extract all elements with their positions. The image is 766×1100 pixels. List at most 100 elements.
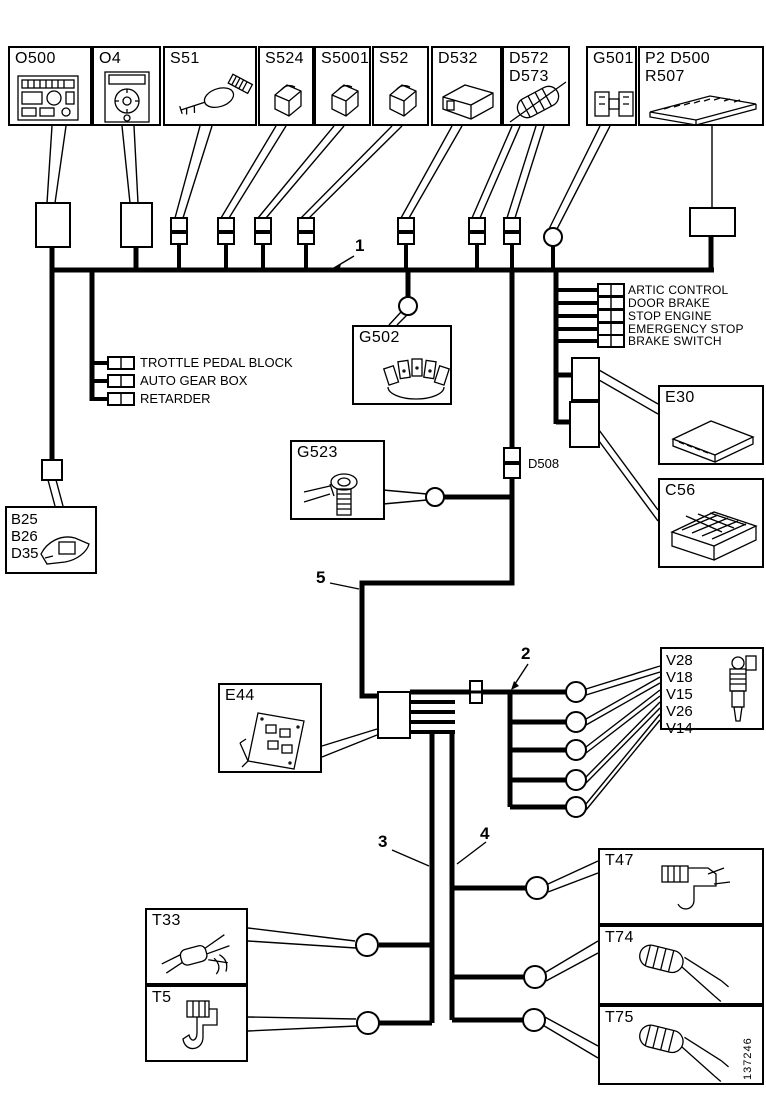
component-label-stack: B25 B26 D35 <box>11 511 39 562</box>
component-box-g501: G501 <box>586 46 637 126</box>
callout-box-c56: C56 <box>658 478 764 568</box>
injector-connector-1 <box>565 681 587 703</box>
p2-connector <box>689 207 736 237</box>
connector-label-d508: D508 <box>528 456 560 471</box>
t33-connector <box>355 933 379 957</box>
component-label: T5 <box>152 989 172 1006</box>
component-box-s52: S52 <box>372 46 429 126</box>
branch-label-auto-gear-box: AUTO GEAR BOX <box>140 373 248 388</box>
branch-label-trottle-pedal-block: TROTTLE PEDAL BLOCK <box>140 355 293 370</box>
injector-label: V14 <box>666 720 693 737</box>
component-box-d572-d573: D572 D573 <box>502 46 570 126</box>
branch-label-emergency-stop: EMERGENCY STOP <box>628 322 744 336</box>
wire-number-2: 2 <box>521 644 531 663</box>
d508-connector <box>503 447 521 479</box>
callout-box-g523: G523 <box>290 440 385 520</box>
g523-connector <box>425 487 445 507</box>
instrument-cluster-icon <box>17 75 79 121</box>
wire-number-1: 1 <box>355 236 365 255</box>
connector-block-icon <box>594 91 634 117</box>
t5-connector <box>356 1011 380 1035</box>
rocker-switch-icon <box>274 84 302 117</box>
leader-wire-1 <box>333 255 355 269</box>
callout-box-t5: T5 <box>145 985 248 1062</box>
e44-connector-block <box>377 691 411 739</box>
injector-connector-2 <box>565 711 587 733</box>
component-label: S5001 <box>321 50 370 67</box>
component-label: D572 <box>509 50 549 67</box>
injector-icon <box>729 655 757 722</box>
leader-arrowheads <box>331 264 519 690</box>
callout-box-t74: T74 <box>598 925 764 1005</box>
component-label: S51 <box>170 50 200 67</box>
component-label: R507 <box>645 68 685 85</box>
component-label: T47 <box>605 852 634 869</box>
component-label: D573 <box>509 68 549 85</box>
terminal-strip-icon <box>649 95 757 126</box>
branch-label-brake-switch: BRAKE SWITCH <box>628 334 722 348</box>
callout-box-g502: G502 <box>352 325 452 405</box>
component-box-s524: S524 <box>258 46 314 126</box>
leader-wire-3 <box>391 849 430 867</box>
branch-label-retarder: RETARDER <box>140 391 211 406</box>
hose-coupling-icon <box>509 81 567 123</box>
component-label: T74 <box>605 929 634 946</box>
component-box-o500: O500 <box>8 46 92 126</box>
inline-connectors <box>170 217 521 245</box>
callout-box-t47: T47 <box>598 848 764 925</box>
leader-wire-4 <box>456 841 487 865</box>
injector-label: V18 <box>666 669 693 686</box>
component-label: D532 <box>438 50 478 67</box>
b25-connector <box>41 459 63 481</box>
sensor-t5-icon <box>182 1000 218 1050</box>
sensor-t75-icon <box>639 1024 729 1082</box>
ground-bolt-icon <box>303 473 358 516</box>
component-label: G501 <box>593 50 634 67</box>
component-label: T75 <box>605 1009 634 1026</box>
component-box-o4: O4 <box>92 46 161 126</box>
tachograph-icon <box>104 71 150 123</box>
component-label: E44 <box>225 687 255 704</box>
circuit-board-icon <box>239 712 305 770</box>
component-label: S524 <box>265 50 304 67</box>
leader-lines <box>46 125 713 1059</box>
rocker-switch-icon <box>331 84 359 117</box>
component-box-s51: S51 <box>163 46 257 126</box>
relay-icon <box>442 84 494 120</box>
component-label: D35 <box>11 545 39 562</box>
component-label: B26 <box>11 528 38 545</box>
sensor-t33-icon <box>161 934 230 975</box>
rocker-switch-icon <box>389 84 417 117</box>
o4-connector <box>120 202 153 248</box>
t74-connector <box>523 965 547 989</box>
ignition-key-icon <box>179 73 254 115</box>
component-box-p2-d500-r507: P2 D500 R507 <box>638 46 764 126</box>
wire-number-3: 3 <box>378 832 388 851</box>
pedal-unit-icon <box>40 536 90 565</box>
ecu-icon <box>671 420 755 463</box>
component-label: G502 <box>359 329 400 346</box>
callout-box-t33: T33 <box>145 908 248 985</box>
component-label: O500 <box>15 50 56 67</box>
injector-label: V26 <box>666 703 693 720</box>
sensor-t47-icon <box>661 865 731 910</box>
leader-wire-5 <box>329 582 360 590</box>
injector-label: V15 <box>666 686 693 703</box>
g502-connector <box>398 296 418 316</box>
callout-box-e30: E30 <box>658 385 764 465</box>
callout-box-injectors: V28 V18 V15 V26 V14 <box>660 647 764 737</box>
component-box-s5001: S5001 <box>314 46 371 126</box>
ring-connector-icon <box>382 358 450 400</box>
wire-number-5: 5 <box>316 568 326 587</box>
t75-connector <box>522 1008 546 1032</box>
component-label: O4 <box>99 50 122 67</box>
o500-connector <box>35 202 71 248</box>
component-label: G523 <box>297 444 338 461</box>
figure-number: 137246 <box>742 1037 754 1080</box>
component-label: S52 <box>379 50 409 67</box>
callout-box-e44: E44 <box>218 683 322 773</box>
branch-plug-symbols <box>107 283 625 406</box>
component-label: T33 <box>152 912 181 929</box>
injector-connector-5 <box>565 796 587 818</box>
